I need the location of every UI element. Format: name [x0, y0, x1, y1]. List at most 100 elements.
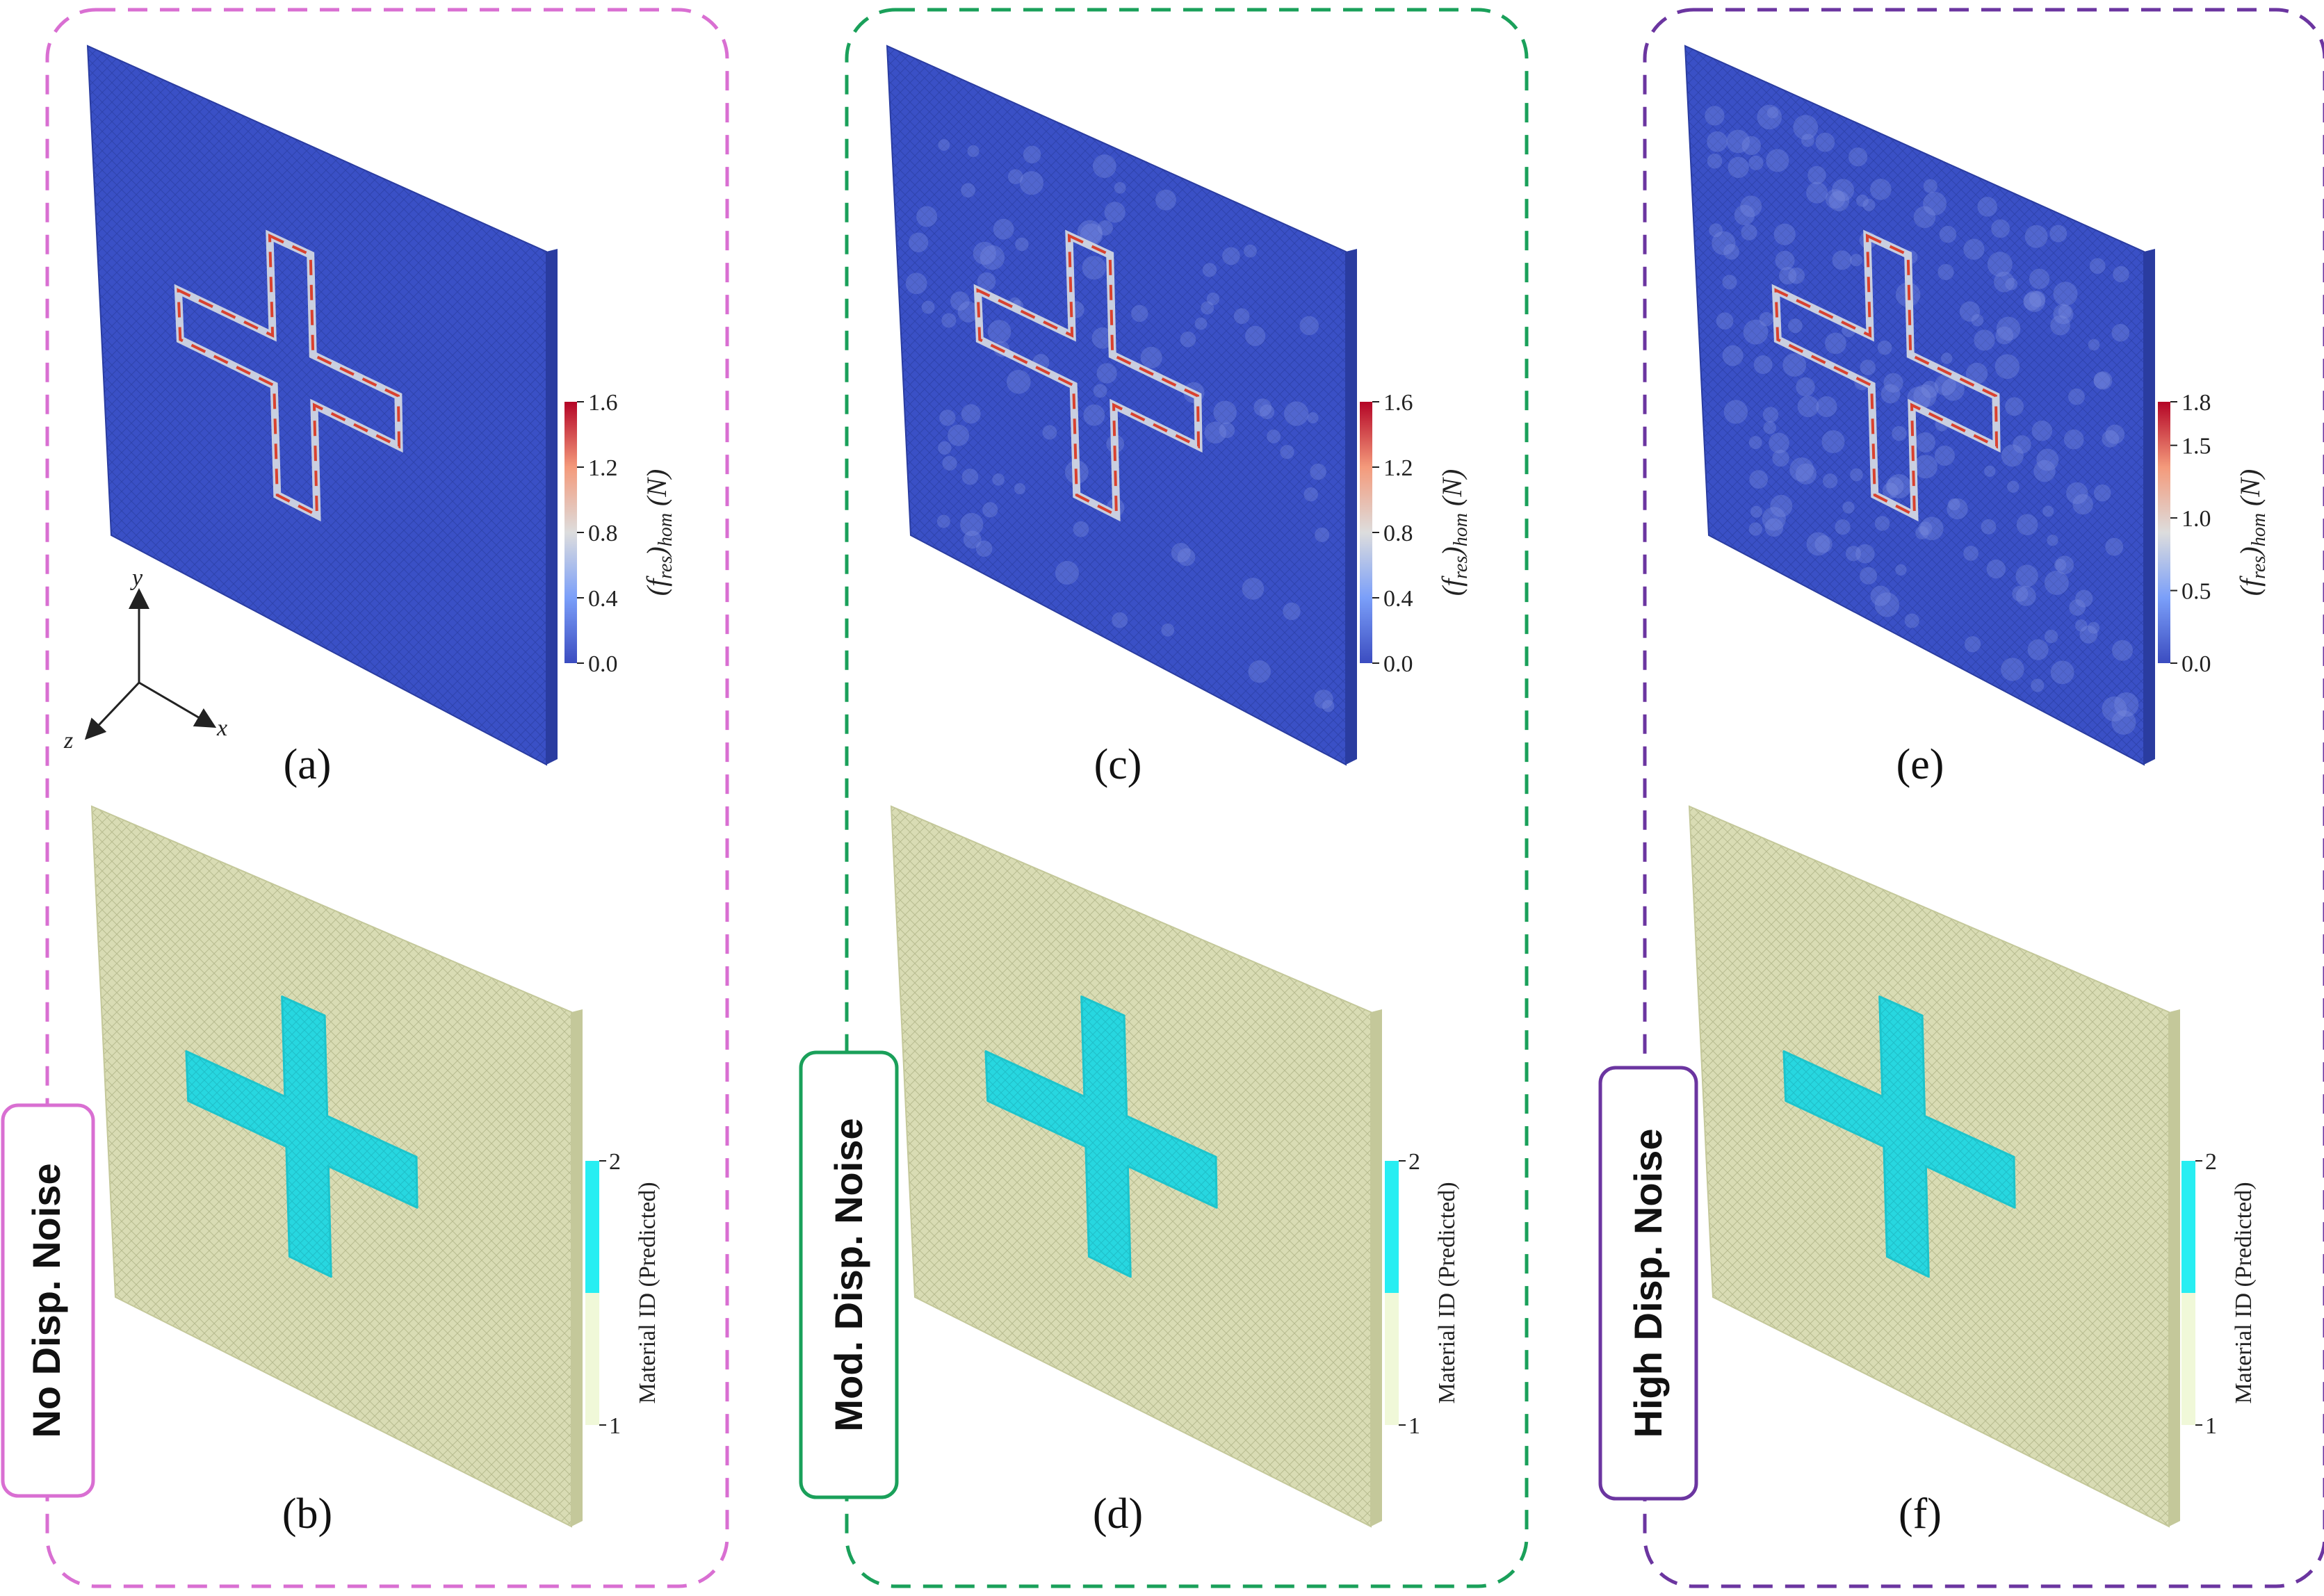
noise-speckle: [2088, 339, 2100, 351]
noise-speckle: [2053, 304, 2074, 325]
noise-speckle: [977, 272, 996, 291]
noise-speckle: [980, 245, 1005, 270]
noise-speckle: [2005, 397, 2024, 416]
noise-speckle: [1991, 219, 2010, 238]
noise-speckle: [2005, 277, 2018, 291]
colorbar-material-f-bottom: [2181, 1293, 2195, 1425]
noise-speckle: [1299, 316, 1319, 336]
colorbar-material-f-top: [2181, 1161, 2195, 1293]
group-label-high-box: [1598, 1066, 1698, 1501]
noise-speckle: [1921, 380, 1939, 398]
noise-speckle: [1748, 436, 1762, 450]
noise-speckle: [1915, 526, 1929, 540]
noise-speckle: [2093, 371, 2113, 390]
axis-label-z: z: [63, 728, 73, 754]
noise-speckle: [2089, 258, 2106, 275]
colorbar-force-c: [1360, 402, 1372, 663]
group-label-no: No Disp. Noise: [1, 1103, 95, 1498]
noise-speckle: [1814, 535, 1833, 553]
noise-speckle: [2072, 494, 2093, 515]
noise-speckle: [1941, 377, 1965, 401]
noise-speckle: [1726, 129, 1750, 154]
noise-speckle: [1939, 225, 1957, 243]
noise-speckle: [1171, 542, 1191, 562]
noise-speckle: [1860, 359, 1876, 375]
noise-speckle: [941, 313, 957, 328]
noise-speckle: [1082, 255, 1106, 280]
noise-speckle: [1880, 384, 1901, 404]
noise-speckle: [1807, 165, 1826, 185]
plate-force-a: [86, 44, 558, 766]
noise-speckle: [2105, 537, 2124, 556]
noise-speckle: [963, 530, 982, 549]
noise-speckle: [1014, 483, 1025, 495]
noise-speckle: [2031, 421, 2053, 441]
axis-label-x: x: [216, 715, 227, 741]
noise-speckle: [1206, 292, 1220, 306]
noise-speckle: [1850, 468, 1863, 482]
colorbar-tick-label: 1.6: [588, 390, 618, 416]
noise-speckle: [1741, 136, 1762, 156]
noise-speckle: [1977, 197, 1997, 217]
noise-speckle: [1759, 311, 1774, 327]
colorbar-material-b-top: [585, 1161, 599, 1293]
noise-speckle: [1723, 400, 1748, 424]
plate-force-e: [1684, 44, 2155, 766]
noise-speckle: [1918, 521, 1933, 536]
noise-speckle: [1259, 404, 1275, 420]
noise-speckle: [1796, 377, 1815, 397]
colorbar-tick-label: 0.8: [588, 521, 618, 546]
noise-speckle: [1734, 204, 1755, 226]
noise-speckle: [1816, 396, 1837, 418]
noise-speckle: [1782, 353, 1807, 377]
colorbar-material-title: Material ID (Predicted): [1434, 1182, 1460, 1403]
plate-material-f-side: [2169, 1009, 2180, 1526]
noise-speckle: [1712, 231, 1736, 256]
noise-speckle: [1233, 308, 1250, 325]
noise-speckle: [961, 183, 976, 198]
noise-speckle: [1947, 498, 1968, 520]
colorbar-force-title: (fres)hom (N): [1436, 469, 1472, 596]
plate-force-a-side: [546, 249, 558, 765]
colorbar-tick-label: 2: [2205, 1149, 2217, 1175]
noise-speckle: [1042, 425, 1057, 440]
noise-speckle: [1007, 169, 1023, 185]
noise-speckle: [1986, 559, 2006, 579]
group-label-mod-text: Mod. Disp. Noise: [827, 1118, 870, 1431]
noise-speckle: [1709, 223, 1723, 238]
colorbar-tick-label: 1: [609, 1413, 621, 1439]
noise-speckle: [1315, 527, 1330, 542]
noise-speckle: [1883, 373, 1903, 393]
noise-speckle: [905, 272, 927, 295]
noise-speckle: [2050, 315, 2070, 336]
colorbar-tick-label: 1.2: [588, 455, 618, 481]
panel-label-e: (e): [1896, 741, 1944, 788]
noise-speckle: [2111, 323, 2130, 342]
colorbar-material-b-bottom: [585, 1293, 599, 1425]
noise-speckle: [1748, 522, 1762, 536]
noise-speckle: [1161, 623, 1175, 637]
noise-speckle: [1723, 243, 1739, 260]
noise-speckle: [1795, 463, 1817, 484]
noise-speckle: [916, 206, 938, 227]
noise-speckle: [2058, 304, 2072, 319]
colorbar-tick-label: 1.0: [2181, 506, 2211, 532]
noise-speckle: [1913, 384, 1937, 408]
noise-speckle: [1283, 602, 1301, 621]
noise-speckle: [1964, 636, 1981, 653]
noise-speckle: [1793, 115, 1819, 140]
plate-force-e-side: [2144, 249, 2155, 765]
noise-speckle: [993, 218, 1014, 240]
noise-speckle: [1770, 494, 1793, 517]
noise-speckle: [1821, 430, 1845, 453]
noise-speckle: [2093, 484, 2111, 502]
noise-speckle: [1194, 317, 1208, 330]
noise-speckle: [1267, 429, 1281, 443]
noise-speckle: [2029, 268, 2050, 289]
noise-speckle: [1757, 104, 1782, 130]
noise-speckle: [1923, 179, 1937, 193]
cross-inclusion: [1782, 995, 2016, 1278]
noise-speckle: [2024, 225, 2048, 248]
noise-speckle: [1778, 266, 1797, 285]
colorbar-force-a: [564, 402, 577, 663]
